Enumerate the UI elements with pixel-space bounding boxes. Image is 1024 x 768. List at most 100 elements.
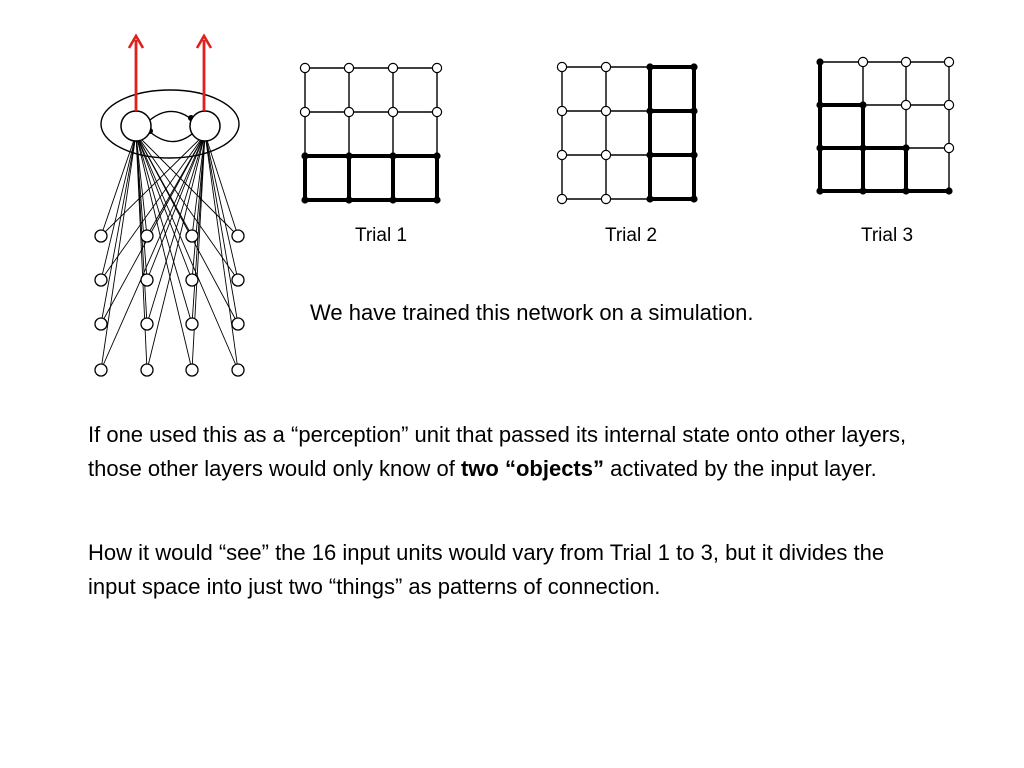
connection-line bbox=[146, 133, 206, 325]
input-connections bbox=[100, 133, 239, 371]
grid-node-inactive bbox=[943, 99, 955, 111]
input-unit bbox=[231, 317, 245, 331]
input-unit bbox=[231, 273, 245, 287]
paragraph-perception: If one used this as a “perception” unit … bbox=[88, 418, 938, 486]
connection-line bbox=[100, 133, 206, 237]
connection-line bbox=[135, 133, 193, 371]
grid-node-active bbox=[816, 101, 824, 109]
grid-node-active bbox=[345, 196, 353, 204]
grid-node-inactive bbox=[299, 106, 311, 118]
trial-grid-1 bbox=[299, 62, 443, 204]
connection-line bbox=[135, 133, 239, 325]
connection-line bbox=[191, 133, 206, 281]
connection-line bbox=[146, 133, 206, 281]
connection-line bbox=[135, 133, 239, 237]
connection-line bbox=[204, 133, 239, 325]
grid-node-active bbox=[301, 152, 309, 160]
trial-label-2: Trial 2 bbox=[604, 225, 658, 246]
grid-node-active bbox=[345, 152, 353, 160]
network-diagram bbox=[94, 33, 245, 377]
connection-line bbox=[100, 133, 206, 325]
simulation-note: We have trained this network on a simula… bbox=[310, 300, 754, 325]
grid-node-inactive bbox=[556, 105, 568, 117]
grid-node-inactive bbox=[431, 106, 443, 118]
input-unit bbox=[94, 273, 108, 287]
grid-node-active bbox=[902, 144, 910, 152]
grid-node-inactive bbox=[387, 106, 399, 118]
grid-node-inactive bbox=[943, 142, 955, 154]
para1-text-before: If one used this as a “perception” unit … bbox=[88, 422, 907, 481]
input-unit bbox=[231, 229, 245, 243]
grid-node-inactive bbox=[431, 62, 443, 74]
connection-line bbox=[204, 133, 239, 281]
input-unit bbox=[94, 229, 108, 243]
connection-line bbox=[100, 133, 137, 237]
grid-node-active bbox=[690, 195, 698, 203]
trial-grid-2 bbox=[556, 61, 698, 205]
grid-node-inactive bbox=[556, 193, 568, 205]
grid-node-active bbox=[859, 187, 867, 195]
grid-node-inactive bbox=[343, 62, 355, 74]
input-unit bbox=[231, 363, 245, 377]
input-unit bbox=[140, 229, 154, 243]
grid-node-active bbox=[816, 58, 824, 66]
connection-line bbox=[204, 133, 239, 237]
grid-node-inactive bbox=[943, 56, 955, 68]
grid-node-inactive bbox=[600, 193, 612, 205]
connection-line bbox=[135, 133, 239, 371]
lateral-connection-bottom bbox=[149, 131, 193, 143]
grid-node-active bbox=[816, 144, 824, 152]
connection-line bbox=[135, 133, 148, 371]
grid-node-inactive bbox=[343, 106, 355, 118]
grid-node-active bbox=[646, 107, 654, 115]
connection-line bbox=[204, 133, 239, 371]
grid-node-inactive bbox=[600, 105, 612, 117]
grid-node-inactive bbox=[857, 56, 869, 68]
connection-line bbox=[100, 133, 206, 371]
para1-text-after: activated by the input layer. bbox=[604, 456, 877, 481]
grid-node-active bbox=[389, 152, 397, 160]
connection-line bbox=[135, 133, 148, 237]
connection-line bbox=[191, 133, 206, 237]
grid-node-active bbox=[646, 195, 654, 203]
connection-line bbox=[191, 133, 206, 371]
trial-grid-3 bbox=[816, 56, 955, 195]
grid-node-active bbox=[816, 187, 824, 195]
grid-node-inactive bbox=[900, 56, 912, 68]
connection-line bbox=[100, 133, 137, 325]
input-unit bbox=[94, 363, 108, 377]
grid-node-inactive bbox=[556, 149, 568, 161]
input-unit bbox=[185, 363, 199, 377]
para1-bold-objects: two “objects” bbox=[460, 456, 604, 481]
trial-grids bbox=[299, 56, 955, 205]
input-unit bbox=[185, 317, 199, 331]
connection-line bbox=[146, 133, 206, 371]
input-unit bbox=[94, 317, 108, 331]
grid-node-inactive bbox=[600, 61, 612, 73]
grid-node-inactive bbox=[556, 61, 568, 73]
lateral-connection-top bbox=[149, 110, 191, 121]
input-unit bbox=[140, 273, 154, 287]
grid-node-active bbox=[433, 196, 441, 204]
hidden-layer-ellipse bbox=[100, 89, 240, 159]
grid-node-active bbox=[690, 63, 698, 71]
grid-node-active bbox=[646, 63, 654, 71]
grid-node-active bbox=[945, 187, 953, 195]
grid-node-active bbox=[301, 196, 309, 204]
input-unit bbox=[185, 229, 199, 243]
grid-node-inactive bbox=[600, 149, 612, 161]
connection-line bbox=[135, 133, 193, 281]
paragraph-input-space: How it would “see” the 16 input units wo… bbox=[88, 540, 885, 599]
figure-canvas bbox=[94, 33, 955, 377]
trial-label-3: Trial 3 bbox=[860, 225, 914, 246]
grid-node-active bbox=[690, 151, 698, 159]
grid-node-active bbox=[389, 196, 397, 204]
hidden-unit-left bbox=[120, 110, 152, 142]
connection-line bbox=[100, 133, 137, 281]
output-arrow-head bbox=[195, 33, 213, 49]
grid-node-active bbox=[859, 101, 867, 109]
trial-label-1: Trial 1 bbox=[354, 225, 408, 246]
grid-node-active bbox=[902, 187, 910, 195]
grid-node-active bbox=[859, 144, 867, 152]
hidden-unit-right bbox=[189, 110, 221, 142]
